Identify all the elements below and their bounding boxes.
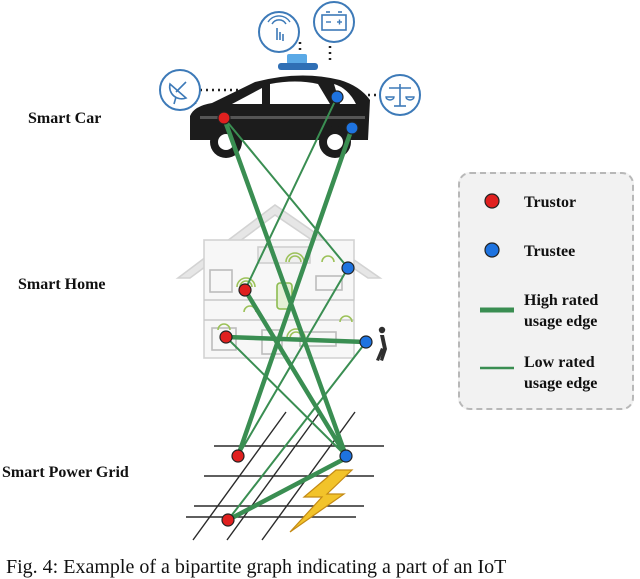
trustor-node [221, 513, 235, 527]
legend-trustee-label: Trustee [524, 243, 576, 260]
layer-label-home: Smart Home [18, 276, 106, 293]
high-edge [242, 287, 349, 459]
trustee-node [341, 261, 355, 275]
high-edge [235, 125, 355, 459]
legend-low-edge-label: Low rated usage edge [524, 354, 598, 392]
legend-trustee-dot [484, 242, 500, 258]
high-edge [221, 115, 349, 459]
layer-label-grid: Smart Power Grid [2, 464, 129, 481]
low-edge [223, 117, 349, 269]
lightning-icon [289, 469, 354, 533]
high-edge [223, 334, 369, 345]
trustee-node [339, 449, 353, 463]
trustor-node [219, 330, 233, 344]
figure-caption: Fig. 4: Example of a bipartite graph ind… [6, 556, 507, 578]
roof-device [278, 54, 318, 70]
legend-markers [480, 193, 514, 370]
trustor-node [217, 111, 231, 125]
power-grid-lines [186, 411, 384, 541]
legend-trustor-label: Trustor [524, 194, 577, 211]
low-edge [244, 96, 338, 291]
high-rated-edges [221, 115, 369, 523]
low-edge [225, 336, 347, 457]
trustee-node [345, 121, 359, 135]
low-rated-edges [223, 96, 367, 521]
high-edge [225, 455, 349, 523]
trustee-node [359, 335, 373, 349]
trustor-nodes [217, 111, 252, 527]
scales-icon [379, 74, 421, 116]
legend-trustor-dot [484, 193, 500, 209]
low-edge [237, 267, 349, 457]
satellite-dish-icon [159, 69, 201, 111]
smart-car-icon [190, 75, 370, 158]
layer-label-car: Smart Car [28, 110, 102, 127]
legend-high-edge-label: High rated usage edge [524, 292, 599, 330]
touch-screen-icon [258, 11, 300, 53]
low-edge [227, 341, 367, 521]
battery-icon [313, 1, 355, 43]
legend: Trustor Trustee High rated usage edge Lo… [458, 172, 634, 410]
trustee-nodes [330, 90, 373, 463]
trustor-node [231, 449, 245, 463]
walking-person-icon [376, 326, 387, 361]
trustor-node [238, 283, 252, 297]
trustee-node [330, 90, 344, 104]
